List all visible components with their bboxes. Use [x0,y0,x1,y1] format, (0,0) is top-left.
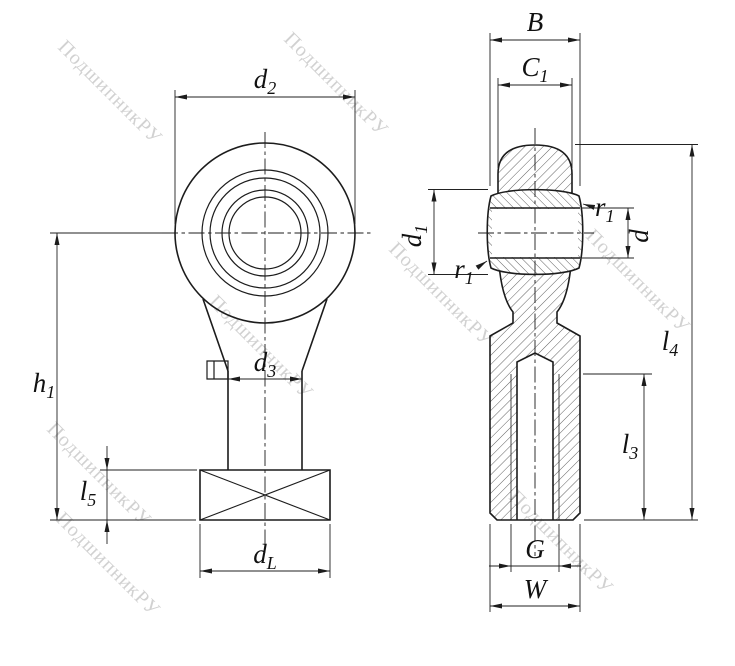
dim-label-B: B [527,7,544,37]
dim-label-G: G [525,534,545,564]
dim-l3: l3 [583,373,652,520]
dim-label-d: d [624,229,654,243]
housing-dome-outline [497,144,573,198]
dim-B: B [489,7,581,186]
dim-label-h1: h1 [33,368,56,402]
watermark-text: ПодшипникРУ [53,36,166,149]
flat-surface-cross [199,469,331,521]
ball-outline [486,188,584,276]
dim-l5: l5 [80,446,197,544]
extension-line [489,524,581,612]
watermark-text: ПодшипникРУ [51,508,164,621]
leader-line [475,260,488,270]
dim-W: W [489,524,581,612]
extension-line [174,90,356,224]
leader-line [582,203,596,210]
dim-label-l4: l4 [662,326,679,360]
shank-section-hatch [490,250,580,520]
dim-d3: d3 [228,347,302,382]
shank-section-outline [489,249,581,521]
dim-d: d [582,207,654,259]
dim-l4: l4 [575,144,698,521]
dim-label-W: W [524,574,549,604]
dim-C1: C1 [497,52,573,168]
thread-major-lines [510,374,560,520]
extension-line [489,33,581,186]
watermark-layer: ПодшипникРУ ПодшипникРУ ПодшипникРУ Подш… [42,28,694,621]
shank-sides [227,371,303,470]
dim-r1-bottom: r1 [454,254,488,288]
dim-dL: dL [199,524,331,578]
extension-line [497,78,573,168]
side-section-view: B C1 d1 d r1 r1 [397,7,698,612]
head-shank-transition [202,298,328,372]
watermark-text: ПодшипникРУ [279,28,392,141]
dim-label-l5: l5 [80,476,97,510]
dim-label-r1: r1 [454,254,474,288]
extension-line [428,189,488,275]
dim-label-C1: C1 [521,52,548,86]
dim-r1-top: r1 [582,192,615,226]
dim-label-r1: r1 [595,192,615,226]
dim-label-dL: dL [253,539,277,573]
dim-label-d2: d2 [254,64,277,98]
front-view: d2 d3 h1 l5 dL [33,64,372,578]
dim-h1: h1 [33,232,196,521]
dim-d2: d2 [174,64,356,224]
watermark-text: ПодшипникРУ [384,238,497,351]
dim-d1: d1 [397,189,488,275]
dim-label-d1: d1 [397,225,431,248]
housing-dome-hatch [498,145,572,197]
dim-label-d3: d3 [254,347,277,381]
watermark-text: ПодшипникРУ [42,418,155,531]
dim-label-l3: l3 [622,429,639,463]
dim-G: G [489,524,581,572]
